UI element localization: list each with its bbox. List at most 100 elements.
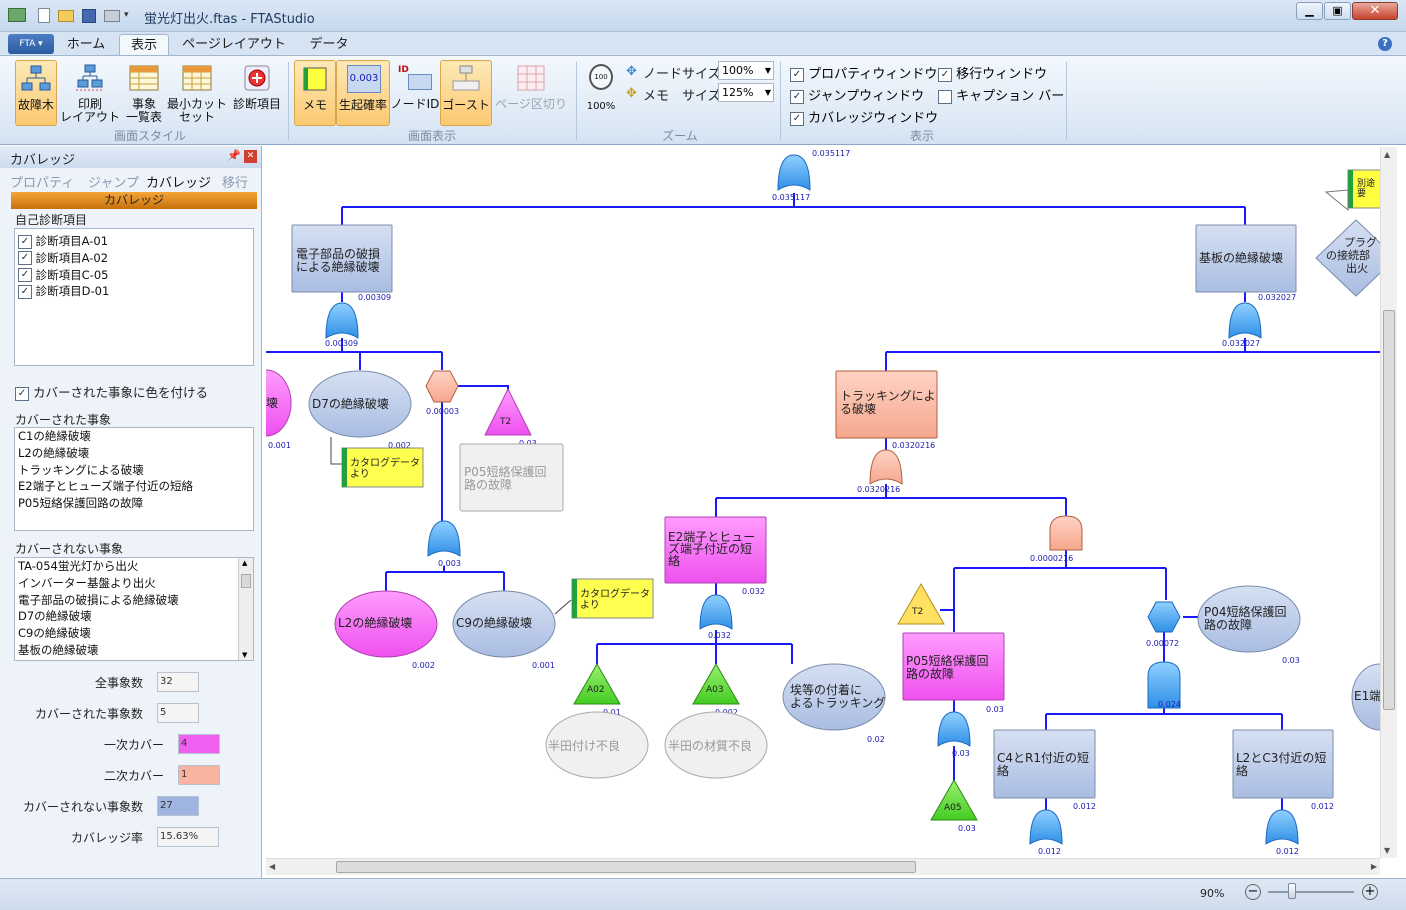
list-item[interactable]: D7の絶縁破壊	[18, 609, 92, 624]
basic-event-a05[interactable]: A05	[930, 778, 978, 821]
horizontal-scrollbar[interactable]: ◀ ▶	[266, 858, 1380, 875]
list-item[interactable]: ✓ 診断項目A-01	[15, 233, 253, 250]
event-node-c9[interactable]: C9の絶縁破壊	[452, 590, 556, 658]
event-node-c1[interactable]: 壊	[266, 369, 292, 437]
scroll-left-icon[interactable]: ◀	[269, 862, 276, 871]
vertical-scrollbar[interactable]: ▲ ▼	[1380, 147, 1397, 858]
or-gate[interactable]	[937, 711, 971, 747]
list-item[interactable]: C1の絶縁破壊	[18, 429, 91, 443]
list-item[interactable]: ✓ 診断項目C-05	[15, 267, 253, 284]
list-item[interactable]: C9の絶縁破壊	[18, 626, 91, 641]
list-item[interactable]: ✓ 診断項目D-01	[15, 283, 253, 300]
fault-tree-canvas[interactable]: 0.035117 0.035117 電子部品の破損による絶縁破壊 0.00309…	[266, 147, 1380, 858]
memo-node-betto[interactable]: 別途要	[1347, 169, 1380, 209]
diag-item-button[interactable]: 診断項目	[230, 60, 284, 126]
scroll-thumb[interactable]	[1383, 310, 1395, 710]
fault-tree-diagram[interactable]: 0.035117 0.035117 電子部品の破損による絶縁破壊 0.00309…	[266, 147, 1380, 858]
min-cut-set-button[interactable]: 最小カット セット	[166, 60, 228, 126]
scroll-thumb[interactable]	[241, 574, 251, 588]
tab-coverage[interactable]: カバレッジ	[146, 176, 212, 191]
event-node-plug[interactable]: プラグの接続部出火	[1315, 219, 1380, 297]
jump-window-check[interactable]: ✓ ジャンプウィンドウ	[790, 85, 924, 104]
event-node-l2c3[interactable]: L2とC3付近の短絡	[1232, 729, 1334, 799]
list-item[interactable]: 電子部品の破損による絶縁破壊	[18, 592, 179, 607]
event-node-e1[interactable]: E1端	[1351, 663, 1380, 731]
list-item[interactable]: L2の絶縁破壊	[18, 445, 90, 460]
or-gate[interactable]	[1265, 809, 1299, 845]
caption-bar-check[interactable]: キャプション バー	[938, 85, 1064, 104]
uncovered-list[interactable]: TA-054蛍光灯から出火 インバーター基盤より出火 電子部品の破損による絶縁破…	[14, 557, 254, 661]
scroll-thumb[interactable]	[336, 861, 916, 873]
tab-view[interactable]: 表示	[119, 34, 169, 55]
list-item[interactable]: P05短絡保護回路の故障	[18, 496, 144, 511]
list-scrollbar[interactable]: ▲ ▼	[238, 558, 253, 660]
print-layout-button[interactable]: 印刷 レイアウト	[60, 60, 120, 126]
print-icon[interactable]	[104, 10, 120, 22]
memo-node-catalog1[interactable]: カタログデータより	[341, 447, 424, 488]
node-id-button[interactable]: ID ノードID	[390, 60, 440, 126]
or-gate[interactable]	[1228, 302, 1262, 339]
scroll-up-icon[interactable]: ▲	[242, 559, 248, 567]
event-node-c4r1[interactable]: C4とR1付近の短絡	[993, 729, 1096, 799]
pin-icon[interactable]: 📌	[227, 149, 241, 162]
scroll-down-icon[interactable]: ▼	[242, 651, 248, 659]
basic-event-a03[interactable]: A03	[692, 662, 740, 705]
memo-button[interactable]: メモ	[294, 60, 336, 126]
memo-size-select[interactable]: 125% ▼	[718, 83, 774, 102]
migration-window-check[interactable]: ✓ 移行ウィンドウ	[938, 63, 1047, 82]
list-item[interactable]: インバーター基盤より出火	[18, 575, 156, 590]
or-gate[interactable]	[777, 154, 811, 191]
event-node-denshi[interactable]: 電子部品の破損による絶縁破壊	[291, 224, 393, 293]
zoom-out-icon[interactable]: −	[1245, 884, 1261, 900]
event-node-tracking[interactable]: トラッキングによる破壊	[835, 370, 938, 439]
or-gate[interactable]	[699, 594, 733, 630]
list-item[interactable]: トラッキングによる破壊	[18, 462, 144, 477]
transfer-triangle-t2b[interactable]: T2	[897, 582, 945, 625]
tab-property[interactable]: プロパティ	[10, 176, 75, 191]
zoom-slider[interactable]	[1268, 891, 1354, 893]
scroll-right-icon[interactable]: ▶	[1370, 862, 1377, 871]
list-item[interactable]: ✓ 診断項目A-02	[15, 250, 253, 267]
or-gate[interactable]	[427, 520, 461, 557]
qat-dropdown-icon[interactable]: ▾	[124, 10, 129, 20]
node-size-select[interactable]: 100% ▼	[718, 61, 774, 80]
list-item[interactable]: 基板の絶縁破壊	[18, 642, 99, 657]
list-item[interactable]: E2端子とヒューズ端子付近の短絡	[18, 479, 194, 494]
open-folder-icon[interactable]	[58, 10, 74, 22]
event-node-e2[interactable]: E2端子とヒューズ端子付近の短絡	[664, 516, 767, 584]
checkbox-icon[interactable]: ✓	[18, 268, 32, 283]
close-button[interactable]: ✕	[1352, 2, 1398, 20]
app-icon[interactable]	[8, 8, 26, 22]
tab-page-layout[interactable]: ページレイアウト	[182, 37, 286, 52]
checkbox-icon[interactable]: ✓	[18, 284, 32, 299]
or-gate[interactable]	[869, 449, 903, 485]
page-break-button[interactable]: ページ区切り	[494, 60, 568, 126]
tab-data[interactable]: データ	[309, 37, 349, 52]
zoom-100-button[interactable]: 100 100%	[584, 60, 618, 114]
basic-event-a02[interactable]: A02	[573, 662, 621, 705]
event-list-button[interactable]: 事象 一覧表	[122, 60, 166, 126]
minimize-button[interactable]: ▁	[1296, 2, 1323, 20]
or-gate[interactable]	[1029, 809, 1063, 845]
tab-jump[interactable]: ジャンプ	[88, 176, 139, 191]
checkbox-icon[interactable]: ✓	[18, 251, 32, 266]
memo-node-catalog2[interactable]: カタログデータより	[571, 578, 654, 619]
new-file-icon[interactable]	[38, 8, 50, 23]
help-icon[interactable]: ?	[1378, 37, 1392, 51]
and-gate[interactable]	[1049, 515, 1083, 551]
save-icon[interactable]	[82, 9, 96, 23]
event-node-d7[interactable]: D7の絶縁破壊	[308, 370, 412, 438]
transfer-triangle-t2a[interactable]: T2	[484, 387, 532, 436]
fault-tree-button[interactable]: 故障木	[15, 60, 57, 126]
and-gate[interactable]	[1147, 661, 1181, 709]
maximize-button[interactable]: ▣	[1324, 2, 1351, 20]
ghost-node-handa2[interactable]: 半田の材質不良	[664, 711, 768, 779]
checkbox-icon[interactable]: ✓	[18, 234, 32, 249]
zoom-slider-thumb[interactable]	[1288, 883, 1296, 899]
transfer-gate-hex1[interactable]	[425, 370, 459, 403]
scroll-down-icon[interactable]: ▼	[1384, 846, 1391, 855]
zoom-in-icon[interactable]: +	[1362, 884, 1378, 900]
property-window-check[interactable]: ✓ プロパティウィンドウ	[790, 63, 937, 82]
scroll-up-icon[interactable]: ▲	[1384, 150, 1391, 159]
event-node-dust[interactable]: 埃等の付着によるトラッキング	[782, 663, 886, 731]
